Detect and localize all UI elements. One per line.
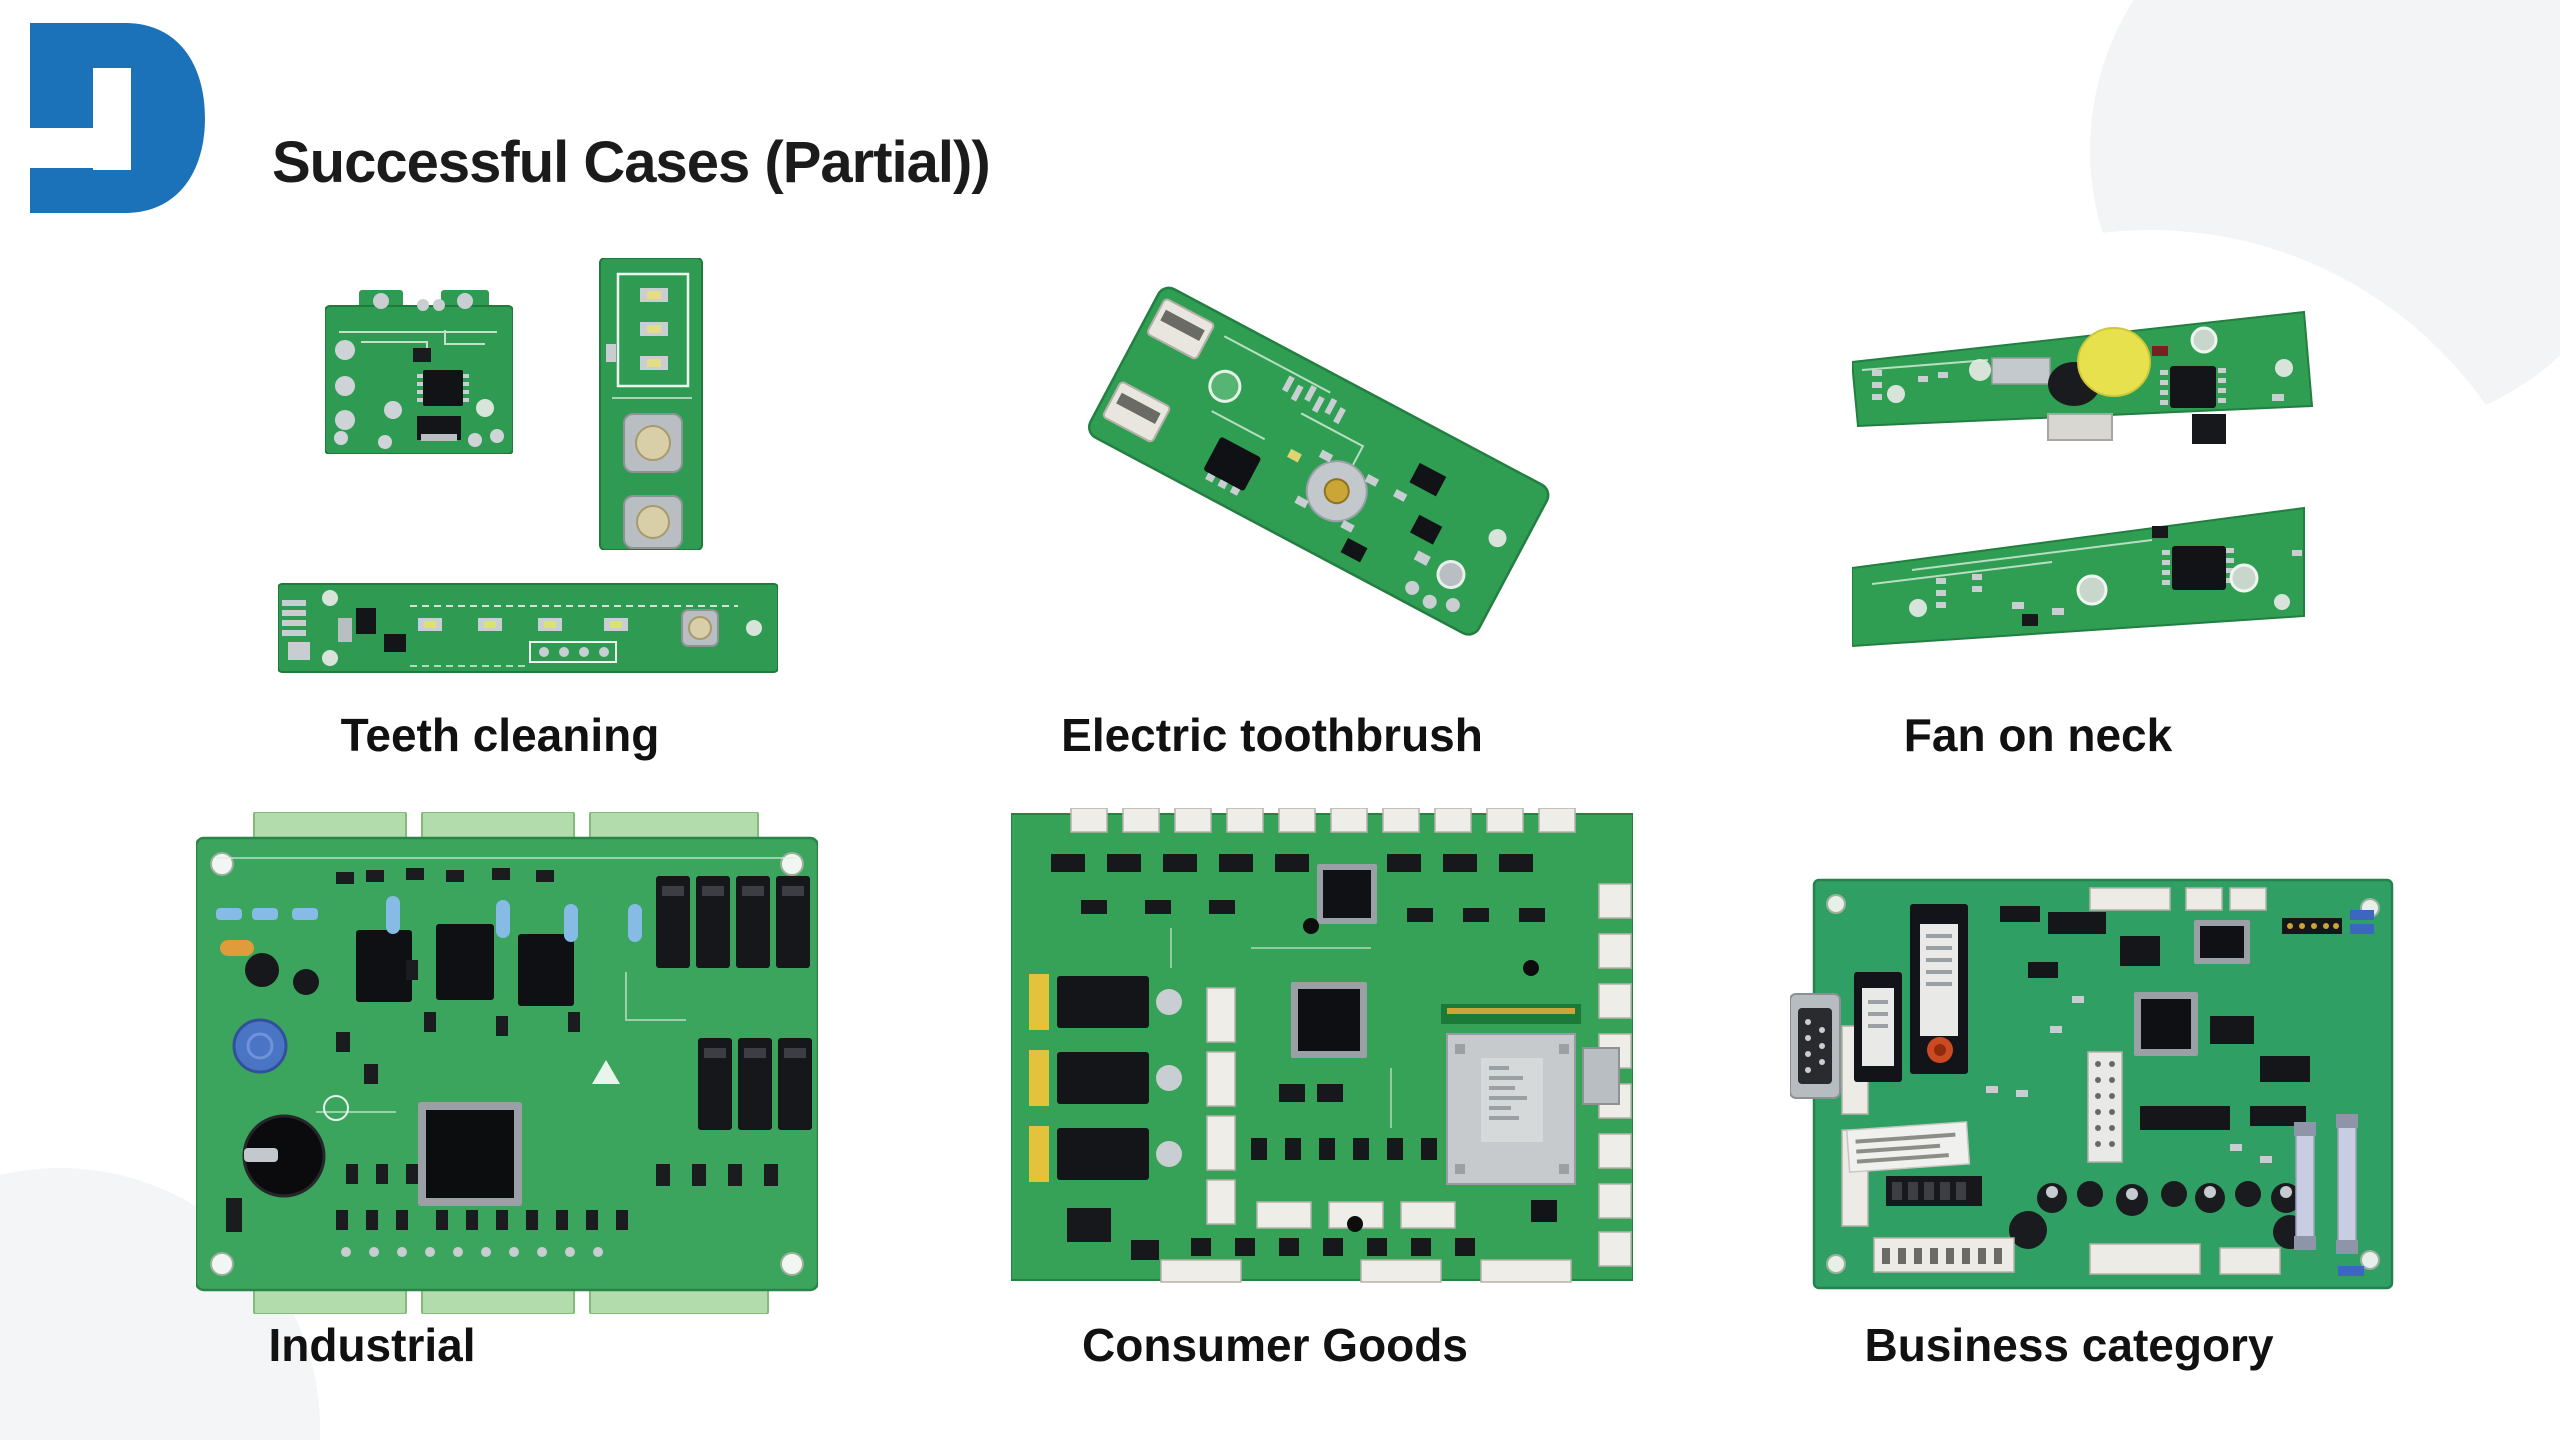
case-label-consumer-goods: Consumer Goods [1082, 1319, 1468, 1371]
electric-toothbrush-pcb-image [1080, 268, 1560, 658]
case-label-fan-on-neck: Fan on neck [1903, 709, 2173, 761]
teeth-cleaning-strip-pcb-image [278, 576, 778, 678]
case-label-teeth-cleaning: Teeth cleaning [340, 709, 660, 761]
page-title: Successful Cases (Partial)) [272, 129, 991, 195]
case-label-industrial: Industrial [268, 1319, 476, 1371]
company-logo-d-mark-icon [0, 0, 250, 250]
business-category-pcb-image [1790, 876, 2396, 1292]
teeth-cleaning-vertical-pcb-image [594, 258, 708, 550]
consumer-goods-pcb-image [1011, 808, 1633, 1286]
industrial-pcb-image [196, 812, 818, 1314]
case-label-business-category: Business category [1864, 1319, 2274, 1371]
teeth-cleaning-square-pcb-image [325, 290, 513, 454]
case-label-electric-toothbrush: Electric toothbrush [1061, 709, 1483, 761]
fan-on-neck-bottom-pcb-image [1852, 506, 2314, 656]
fan-on-neck-top-pcb-image [1852, 310, 2322, 460]
